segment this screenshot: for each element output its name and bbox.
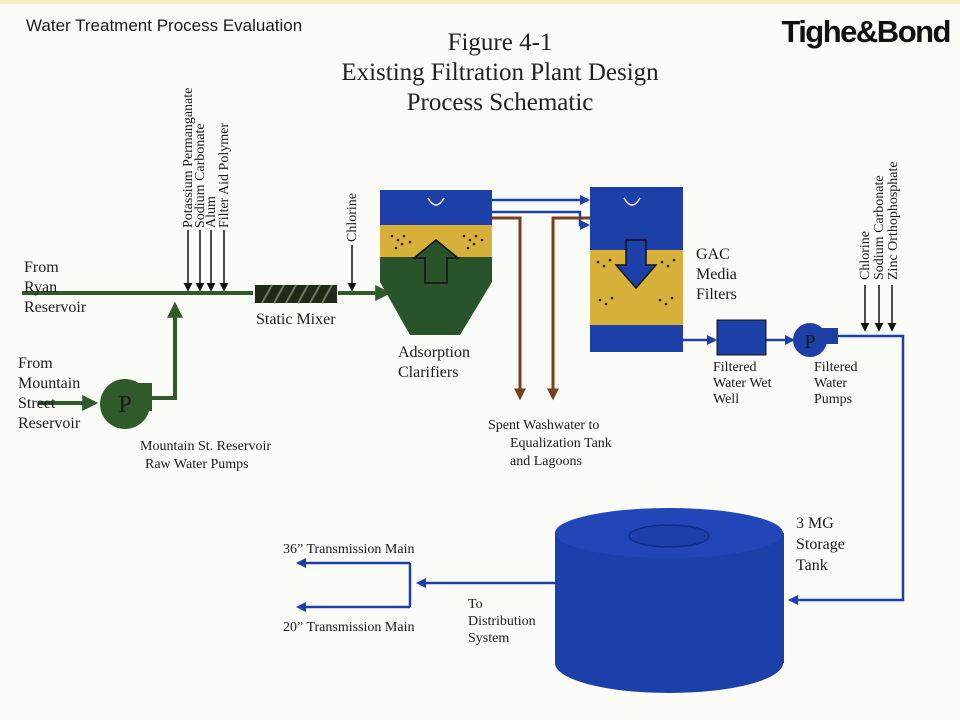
raw-water-pump-icon [100, 379, 152, 429]
raw-water-lines [22, 285, 392, 411]
from-ryan-line2: Ryan [24, 279, 57, 296]
wetwell-line2: Water Wet [713, 376, 772, 391]
to-distribution-line1: To [468, 597, 483, 612]
from-mountain-line1: From [18, 355, 53, 372]
storage-line3: Tank [796, 557, 828, 574]
filtered-pumps-line3: Pumps [814, 392, 852, 407]
storage-tank [555, 508, 784, 693]
clarifiers-line1: Adsorption [398, 344, 470, 361]
filtered-pump-symbol: P [804, 331, 815, 353]
chemical-sodium-carbonate-2: Sodium Carbonate [872, 175, 887, 280]
from-mountain-line2: Mountain [18, 375, 80, 392]
from-mountain-line3: Street [18, 395, 56, 412]
storage-line2: Storage [796, 536, 845, 553]
top-accent-bar [0, 0, 960, 4]
from-mountain-line4: Reservoir [18, 415, 81, 432]
chemical-filter-aid-polymer: Filter Aid Polymer [217, 123, 232, 228]
from-ryan-line1: From [24, 259, 59, 276]
wetwell-line3: Well [713, 392, 739, 407]
washwater-line2: Equalization Tank [510, 436, 612, 451]
figure-title-line1: Existing Filtration Plant Design [341, 59, 659, 86]
chemical-feed-arrows [183, 230, 897, 332]
filtered-water-pump-icon [793, 323, 838, 357]
chemical-zinc-orthophosphate: Zinc Orthophosphate [886, 161, 901, 280]
chlorine-feed-label: Chlorine [345, 193, 360, 242]
gac-line3: Filters [696, 286, 737, 303]
storage-line1: 3 MG [796, 515, 834, 532]
chemical-chlorine: Chlorine [858, 231, 873, 280]
raw-pumps-line2: Raw Water Pumps [145, 457, 249, 472]
static-mixer-label: Static Mixer [256, 311, 336, 328]
clarifier-media-dots [390, 234, 484, 250]
from-ryan-line3: Reservoir [24, 299, 87, 316]
washwater-line1: Spent Washwater to [488, 418, 599, 433]
to-distribution-line2: Distribution [468, 614, 536, 629]
raw-pumps-line1: Mountain St. Reservoir [140, 439, 271, 454]
chemical-alum: Alum [204, 196, 219, 228]
figure-number: Figure 4-1 [447, 29, 553, 56]
filtered-pumps-line2: Water [814, 376, 847, 391]
filtered-water-wet-well [716, 319, 767, 356]
chemical-potassium-permanganate: Potassium Permanganate [181, 88, 196, 228]
washwater-line3: and Lagoons [510, 454, 582, 469]
filtered-pumps-line1: Filtered [814, 360, 858, 375]
raw-pump-symbol: P [118, 392, 131, 418]
static-mixer [255, 284, 337, 304]
chemical-sodium-carbonate: Sodium Carbonate [193, 123, 208, 228]
gac-line1: GAC [696, 246, 730, 263]
transmission-main-36: 36” Transmission Main [283, 542, 414, 557]
gac-media-dots [596, 258, 676, 306]
to-distribution-line3: System [468, 631, 509, 646]
transmission-main-20: 20” Transmission Main [283, 620, 414, 635]
wetwell-line1: Filtered [713, 360, 757, 375]
brand-logo: Tighe&Bond [781, 14, 951, 49]
gac-line2: Media [696, 266, 737, 283]
washwater-lines [492, 216, 590, 401]
gac-media-filter [590, 187, 683, 352]
clarifiers-line2: Clarifiers [398, 364, 458, 381]
header-title: Water Treatment Process Evaluation [26, 16, 303, 35]
adsorption-clarifier [380, 190, 492, 335]
figure-title-line2: Process Schematic [406, 89, 594, 116]
